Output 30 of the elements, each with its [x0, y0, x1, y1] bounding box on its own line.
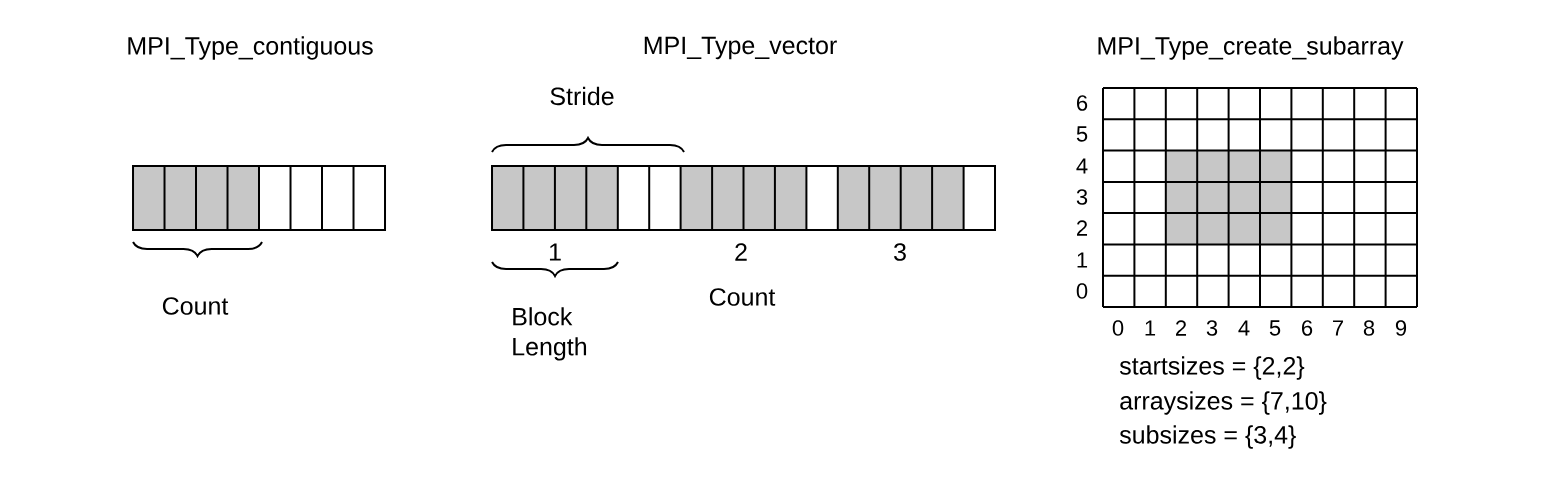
axis-number: 5	[1076, 126, 1088, 142]
axis-number: 4	[1238, 320, 1250, 336]
heading: MPI_Type_vector	[644, 36, 837, 60]
block-number: 3	[894, 243, 906, 261]
axis-number: 0	[1112, 320, 1124, 336]
parameter-text: startsizes = {2,2}	[1119, 356, 1305, 380]
axis-number: 1	[1145, 320, 1156, 336]
heading: MPI_Type_contiguous	[128, 36, 373, 60]
axis-number: 3	[1076, 189, 1088, 205]
axis-number: 1	[1077, 252, 1088, 268]
axis-number: 0	[1076, 283, 1088, 299]
parameter-text: arraysizes = {7,10}	[1120, 391, 1327, 415]
label-text: Count	[709, 288, 776, 306]
parameter-text: subsizes = {3,4}	[1119, 425, 1296, 449]
label-text: Count	[162, 297, 229, 315]
axis-number: 2	[1176, 320, 1186, 336]
axis-number: 7	[1333, 320, 1343, 336]
axis-number: 3	[1206, 320, 1218, 336]
block-number: 1	[549, 243, 561, 261]
axis-number: 9	[1395, 320, 1407, 336]
block-number: 2	[735, 243, 747, 261]
axis-number: 5	[1269, 320, 1281, 336]
axis-number: 8	[1363, 320, 1375, 336]
axis-number: 2	[1077, 220, 1087, 236]
axis-number: 4	[1076, 158, 1088, 174]
axis-number: 6	[1077, 95, 1088, 111]
label-text: Block Length	[513, 307, 587, 361]
label-text: Stride	[550, 86, 614, 106]
axis-number: 6	[1302, 320, 1313, 336]
heading: MPI_Type_create_subarray	[1098, 36, 1404, 60]
